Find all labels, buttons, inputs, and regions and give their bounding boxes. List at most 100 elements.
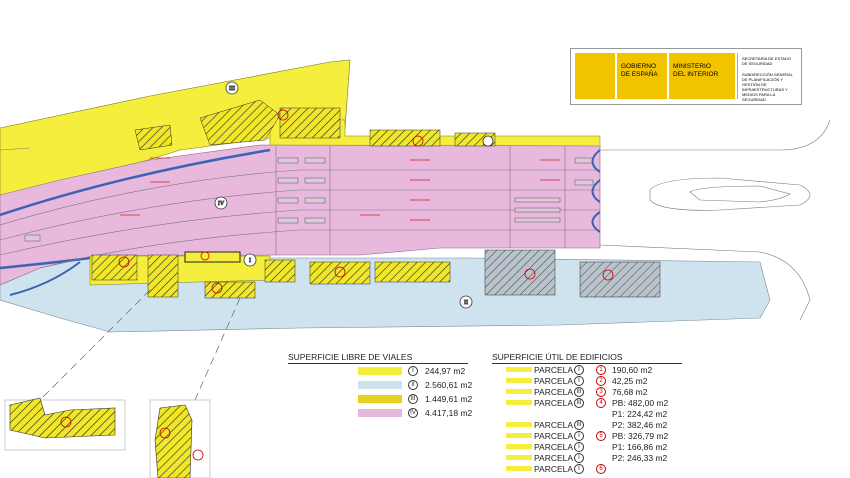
marker-iv [214, 196, 228, 210]
legend-label: PARCELA [534, 464, 574, 474]
legend-symbol: IV [408, 408, 418, 418]
legend-value: 2.560,61 m2 [425, 380, 473, 390]
legend-symbol: III [574, 420, 584, 430]
subdireccion-text: SUBDIRECCIÓN GENERAL DE PLANIFICACIÓN Y … [742, 72, 793, 102]
building-bottom-1 [91, 254, 138, 281]
legend-value: PB: 482,00 m2 [612, 398, 669, 408]
legend-red-symbol: 2 [596, 376, 606, 386]
legend-red-symbol: 3 [596, 387, 606, 397]
marker-iii [225, 81, 239, 95]
svg-text:I: I [249, 258, 251, 264]
legend-viales-row: IV 4.417,18 m2 [288, 408, 472, 418]
legend-symbol: I [574, 431, 584, 441]
legend-value: 4.417,18 m2 [425, 408, 473, 418]
legend-viales: SUPERFICIE LIBRE DE VIALES I 244,97 m2 II 2… [288, 352, 472, 422]
legend-swatch [506, 444, 532, 449]
road-lane-blue [0, 148, 271, 217]
detail-2-grid [149, 399, 211, 478]
legend-symbol: I [574, 464, 584, 474]
legend-label: PARCELA [534, 365, 574, 375]
marker-i [243, 253, 257, 267]
legend-swatch [358, 395, 402, 403]
secretaria-text: SECRETARÍA DE ESTADO DE SEGURIDAD [742, 56, 791, 66]
legend-label: PARCELA [534, 398, 574, 408]
legend-swatch [506, 400, 532, 405]
legend-red-symbol: 6 [596, 464, 606, 474]
building-top-mid [199, 99, 281, 146]
building-bottom-5 [309, 261, 371, 285]
gray-parcel-2 [579, 261, 661, 298]
detail-2 [154, 404, 193, 478]
legend-symbol: III [408, 394, 418, 404]
legend-symbol: II [408, 380, 418, 390]
building-bottom-6 [374, 261, 451, 283]
legend-symbol: I [408, 366, 418, 376]
gray-parcel-1 [484, 249, 556, 296]
svg-text:III: III [229, 86, 235, 92]
svg-text:II: II [464, 300, 468, 306]
legend-red-symbol: 5 [596, 431, 606, 441]
legend-value: 42,25 m2 [612, 376, 648, 386]
legend-symbol: III [574, 387, 584, 397]
legend-edificios-title: SUPERFICIE ÚTIL DE EDIFICIOS [492, 352, 682, 364]
government-header: GOBIERNO DE ESPAÑA MINISTERIO DEL INTERI… [570, 48, 802, 105]
ministry-line1: MINISTERIO [673, 63, 711, 70]
legend-swatch [506, 455, 532, 460]
legend-label: PARCELA [534, 376, 574, 386]
legend-symbol: I [574, 376, 584, 386]
legend-viales-title: SUPERFICIE LIBRE DE VIALES [288, 352, 468, 364]
legend-viales-row: III 1.449,61 m2 [288, 394, 472, 404]
legend-swatch [358, 409, 402, 417]
building-top-2 [279, 107, 341, 139]
road-lane-blue-3 [9, 261, 81, 296]
legend-label: PARCELA [534, 453, 574, 463]
road-lane-blue-2 [0, 256, 91, 270]
marker-ii [459, 295, 473, 309]
gov-line2: DE ESPAÑA [621, 71, 658, 78]
legend-swatch [506, 378, 532, 383]
legend-viales-row: II 2.560,61 m2 [288, 380, 472, 390]
legend-value: P2: 382,46 m2 [612, 420, 668, 430]
svg-text:IV: IV [218, 201, 225, 207]
legend-value: 244,97 m2 [425, 366, 466, 376]
legend-symbol: I [574, 442, 584, 452]
detail-1-grid [4, 399, 126, 451]
legend-label: PARCELA [534, 431, 574, 441]
building-top-3 [369, 129, 441, 147]
legend-label: PARCELA [534, 387, 574, 397]
building-bottom-3 [204, 281, 256, 299]
legend-symbol: III [574, 398, 584, 408]
building-top-left [134, 124, 173, 151]
legend-value: P1: 166,86 m2 [612, 442, 668, 452]
gov-line1: GOBIERNO [621, 63, 657, 70]
legend-value: 1.449,61 m2 [425, 394, 473, 404]
legend-value: P2: 246,33 m2 [612, 453, 668, 463]
parking-lot-1 [184, 251, 241, 263]
legend-value: 190,60 m2 [612, 365, 653, 375]
legend-symbol: I [574, 453, 584, 463]
legend-swatch [506, 466, 532, 471]
legend-value: PB: 326,79 m2 [612, 431, 669, 441]
legend-label: PARCELA [534, 420, 574, 430]
legend-red-symbol: 1 [596, 365, 606, 375]
ministry-line2: DEL INTERIOR [673, 71, 719, 78]
legend-symbol: I [574, 365, 584, 375]
legend-swatch [506, 367, 532, 372]
legend-viales-row: I 244,97 m2 [288, 366, 468, 376]
legend-edificios-row: P1: 224,42 m2 [492, 409, 682, 419]
legend-swatch [358, 367, 402, 375]
building-bottom-2 [147, 254, 179, 298]
legend-value: P1: 224,42 m2 [612, 409, 668, 419]
marker-i-2 [482, 135, 494, 147]
legend-swatch [506, 389, 532, 394]
